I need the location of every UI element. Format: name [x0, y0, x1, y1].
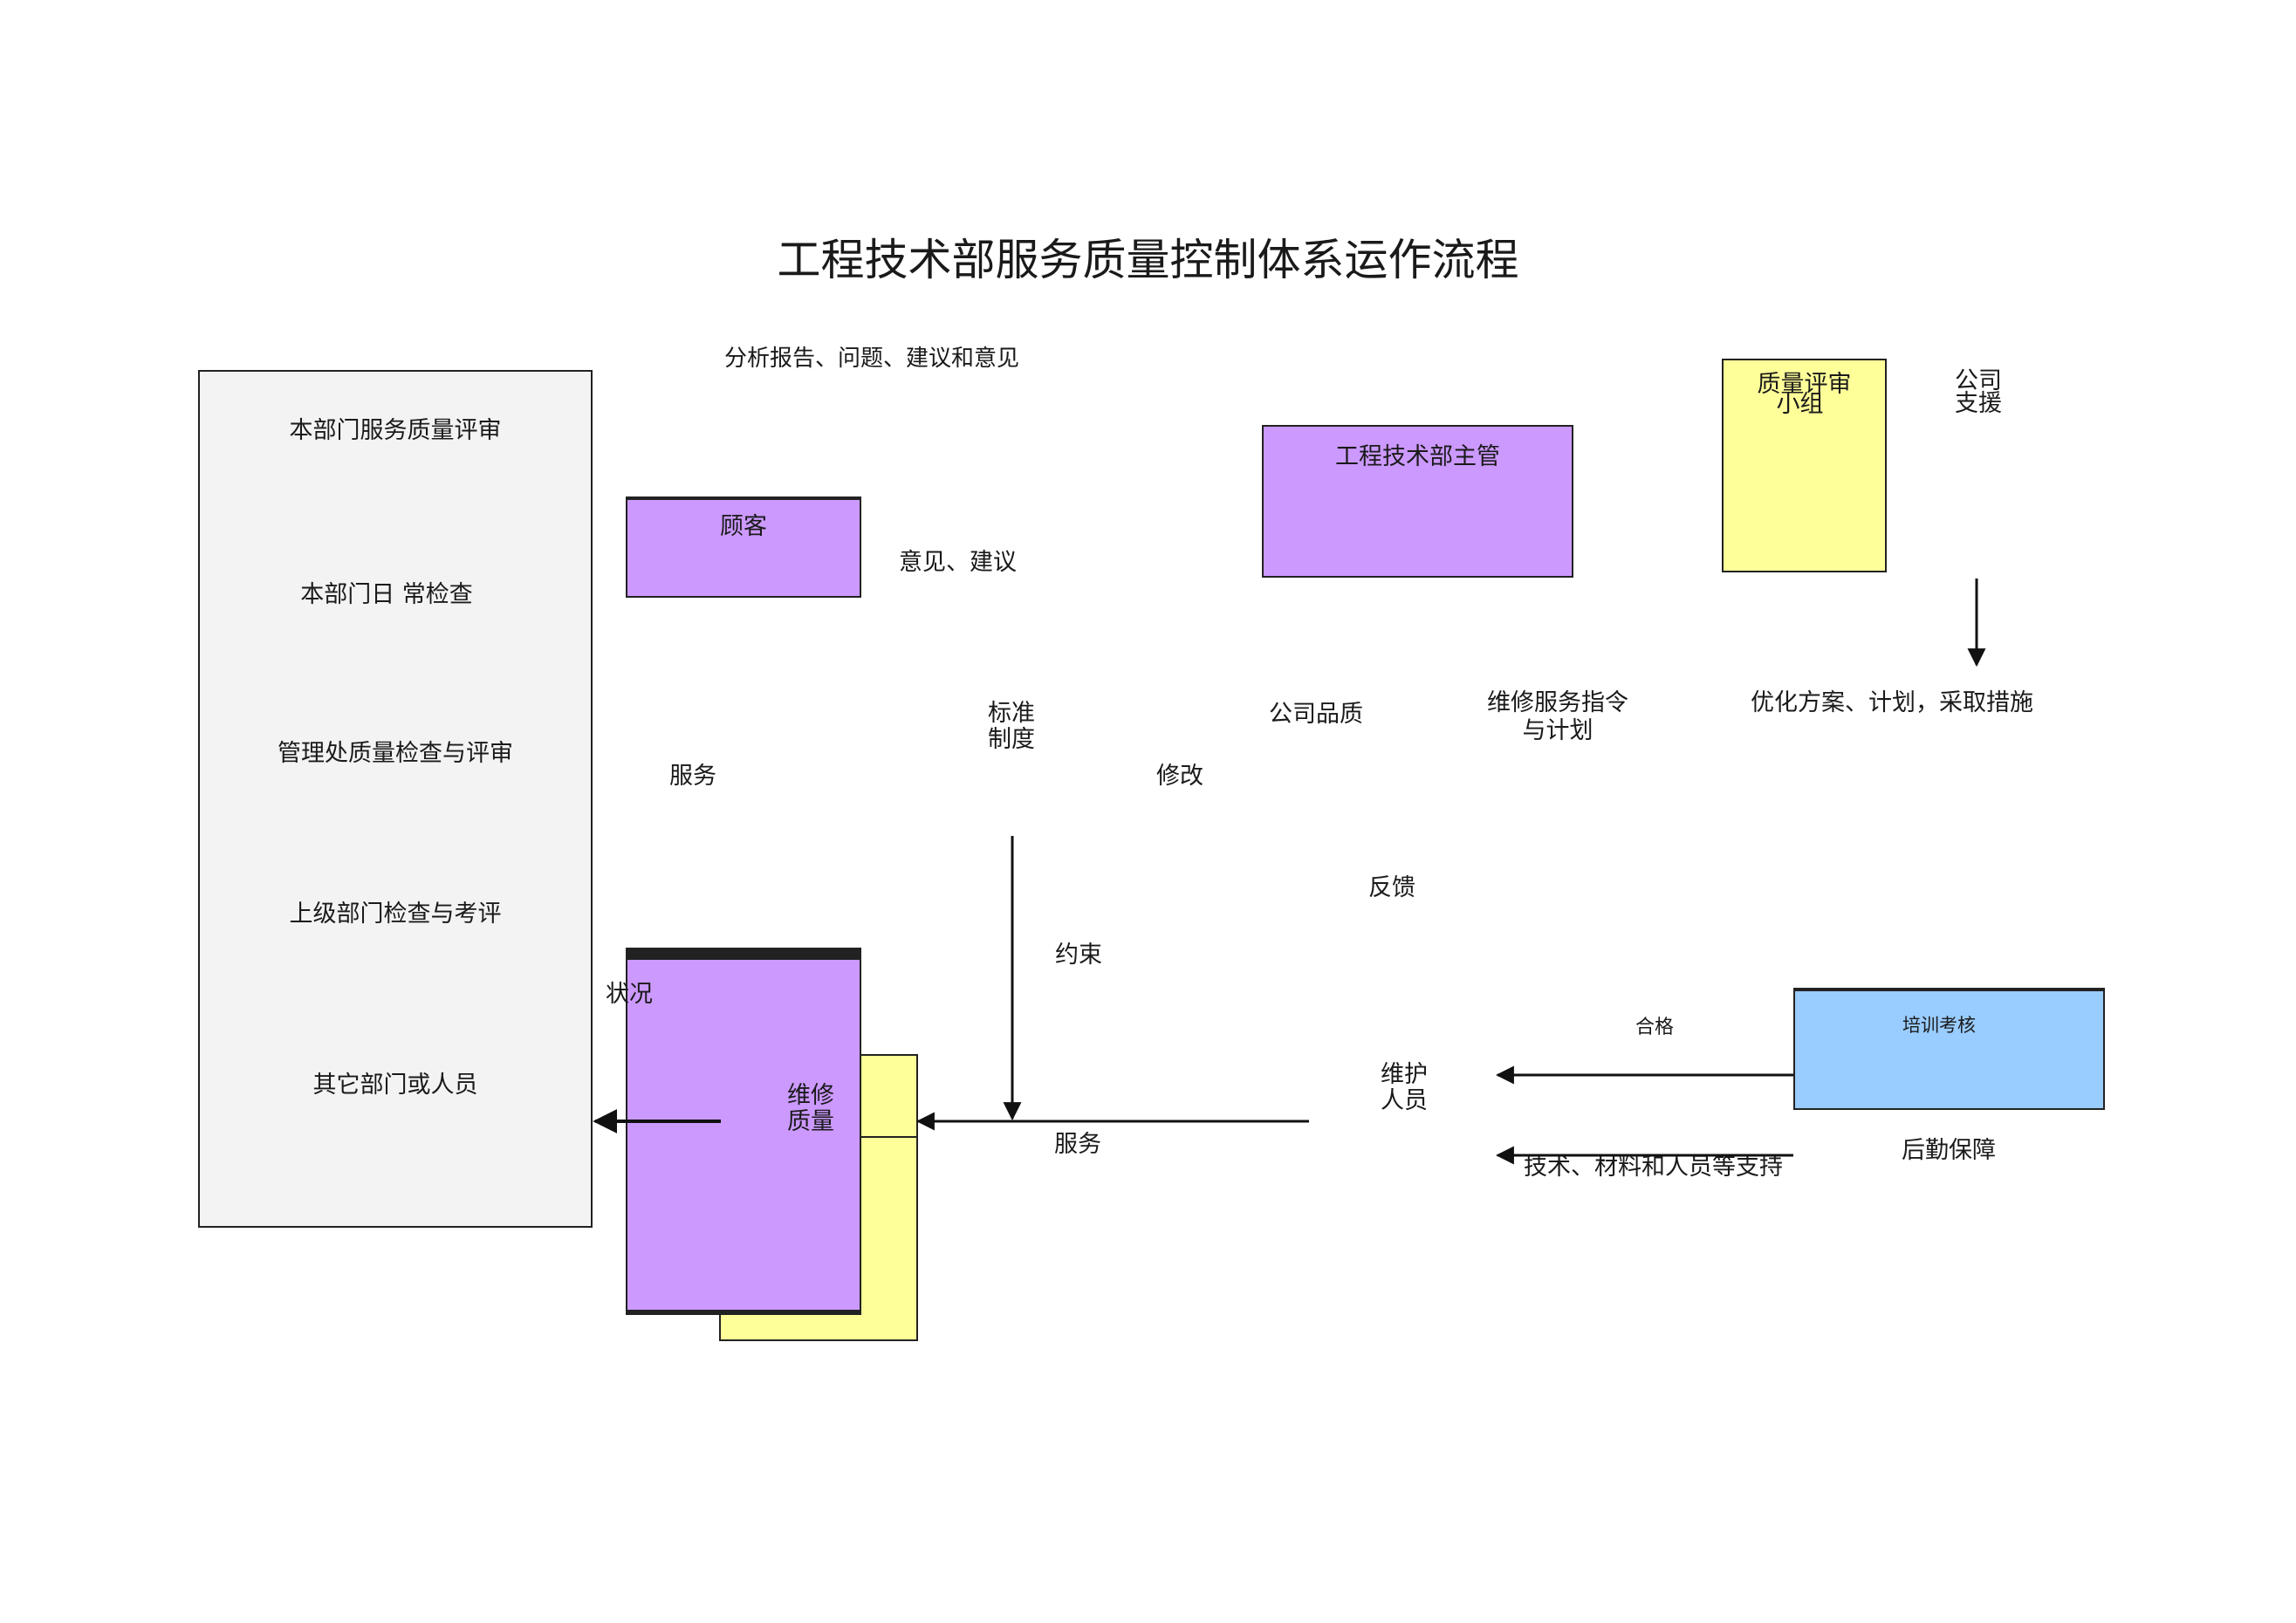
training-assessment-box: 培训考核: [1793, 988, 2105, 1110]
quality-review-group-box: 质量评审 小组: [1722, 359, 1887, 572]
supervisor-box: 工程技术部主管: [1262, 425, 1573, 578]
customer-label: 顾客: [720, 513, 767, 540]
panel-item-dept-review: 本部门服务质量评审: [289, 417, 502, 444]
panel-item-superior-check: 上级部门检查与考评: [289, 901, 502, 928]
opinion-suggestion-label: 意见、建议: [899, 549, 1017, 576]
panel-item-other-depts: 其它部门或人员: [312, 1072, 478, 1099]
constraint-label: 约束: [1055, 942, 1102, 969]
service-label-left: 服务: [669, 763, 716, 790]
maintenance-staff-label-1: 维护: [1381, 1061, 1428, 1088]
inspection-panel: 本部门服务质量评审 本部门日 常检查 管理处质量检查与评审 上级部门检查与考评 …: [198, 370, 593, 1228]
modify-label: 修改: [1156, 763, 1203, 790]
company-support-label-1: 公司: [1955, 367, 2002, 394]
supervisor-label: 工程技术部主管: [1335, 443, 1500, 470]
quality-review-group-label-1: 质量评审: [1757, 371, 1852, 398]
analysis-report-note: 分析报告、问题、建议和意见: [724, 346, 1020, 372]
customer-box: 顾客: [626, 496, 861, 598]
service-label-bottom: 服务: [1054, 1131, 1101, 1158]
repair-order-label-2: 与计划: [1522, 717, 1593, 744]
maintenance-quality-box: 维修 质量: [626, 948, 861, 1315]
feedback-label: 反馈: [1368, 874, 1415, 901]
quality-review-group-label-2: 小组: [1776, 391, 1824, 418]
optimize-label: 优化方案、计划，采取措施: [1751, 689, 2033, 716]
standard-label-1: 标准: [988, 700, 1035, 727]
support-label: 技术、材料和人员等支持: [1524, 1154, 1783, 1181]
company-quality-label: 公司品质: [1269, 701, 1363, 728]
status-label: 状况: [606, 981, 653, 1008]
panel-item-daily-check: 本部门日 常检查: [300, 581, 473, 608]
maintenance-staff-label-2: 人员: [1381, 1087, 1428, 1114]
standard-label-2: 制度: [988, 726, 1035, 753]
maintenance-quality-label-2: 质量: [787, 1108, 834, 1135]
company-support-label-2: 支援: [1955, 390, 2002, 417]
repair-order-label-1: 维修服务指令: [1487, 689, 1628, 716]
logistics-label: 后勤保障: [1902, 1137, 1996, 1164]
panel-item-management-check: 管理处质量检查与评审: [278, 740, 513, 767]
training-assessment-label: 培训考核: [1902, 1015, 1976, 1036]
diagram-title: 工程技术部服务质量控制体系运作流程: [777, 235, 1519, 285]
maintenance-quality-label-1: 维修: [787, 1082, 834, 1109]
qualified-label: 合格: [1635, 1017, 1675, 1038]
